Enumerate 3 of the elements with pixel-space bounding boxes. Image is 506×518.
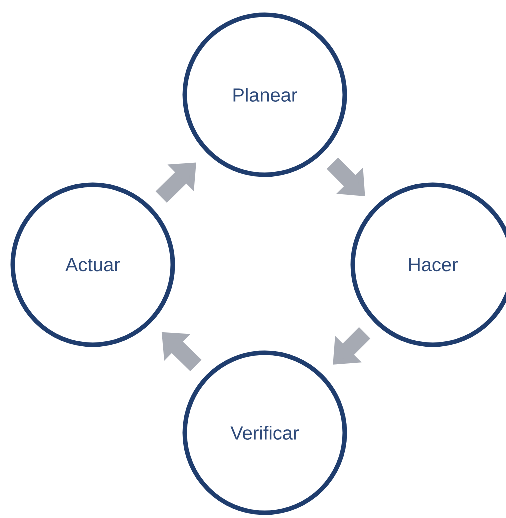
block-arrow: [326, 158, 366, 196]
block-arrow: [156, 162, 196, 204]
block-arrow: [333, 327, 371, 365]
